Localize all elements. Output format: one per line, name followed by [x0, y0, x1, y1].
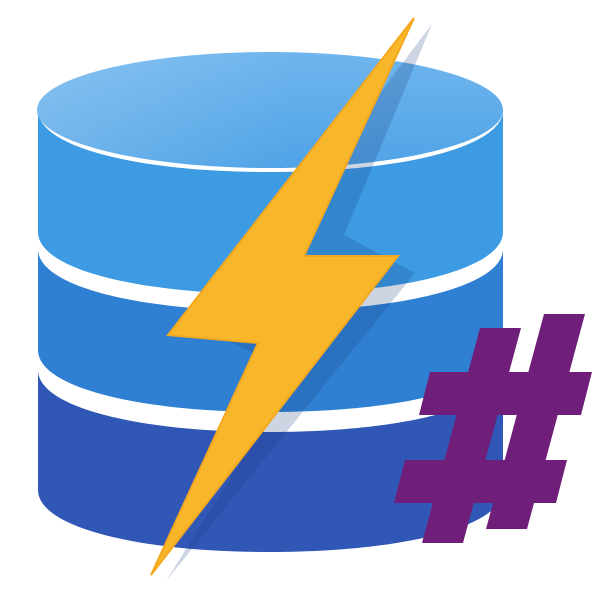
- database-bottom-layer: [38, 368, 503, 552]
- database-separator-lower: [38, 348, 503, 432]
- database-icon: [37, 52, 503, 552]
- hash-top-bar: [419, 372, 592, 415]
- lightning-bolt-shape: [150, 17, 415, 576]
- lightning-bolt-icon: [150, 17, 432, 581]
- database-top-shine: [37, 52, 503, 168]
- hash-bottom-bar: [394, 460, 567, 503]
- database-separator-upper: [38, 230, 503, 311]
- hash-icon: [394, 314, 592, 543]
